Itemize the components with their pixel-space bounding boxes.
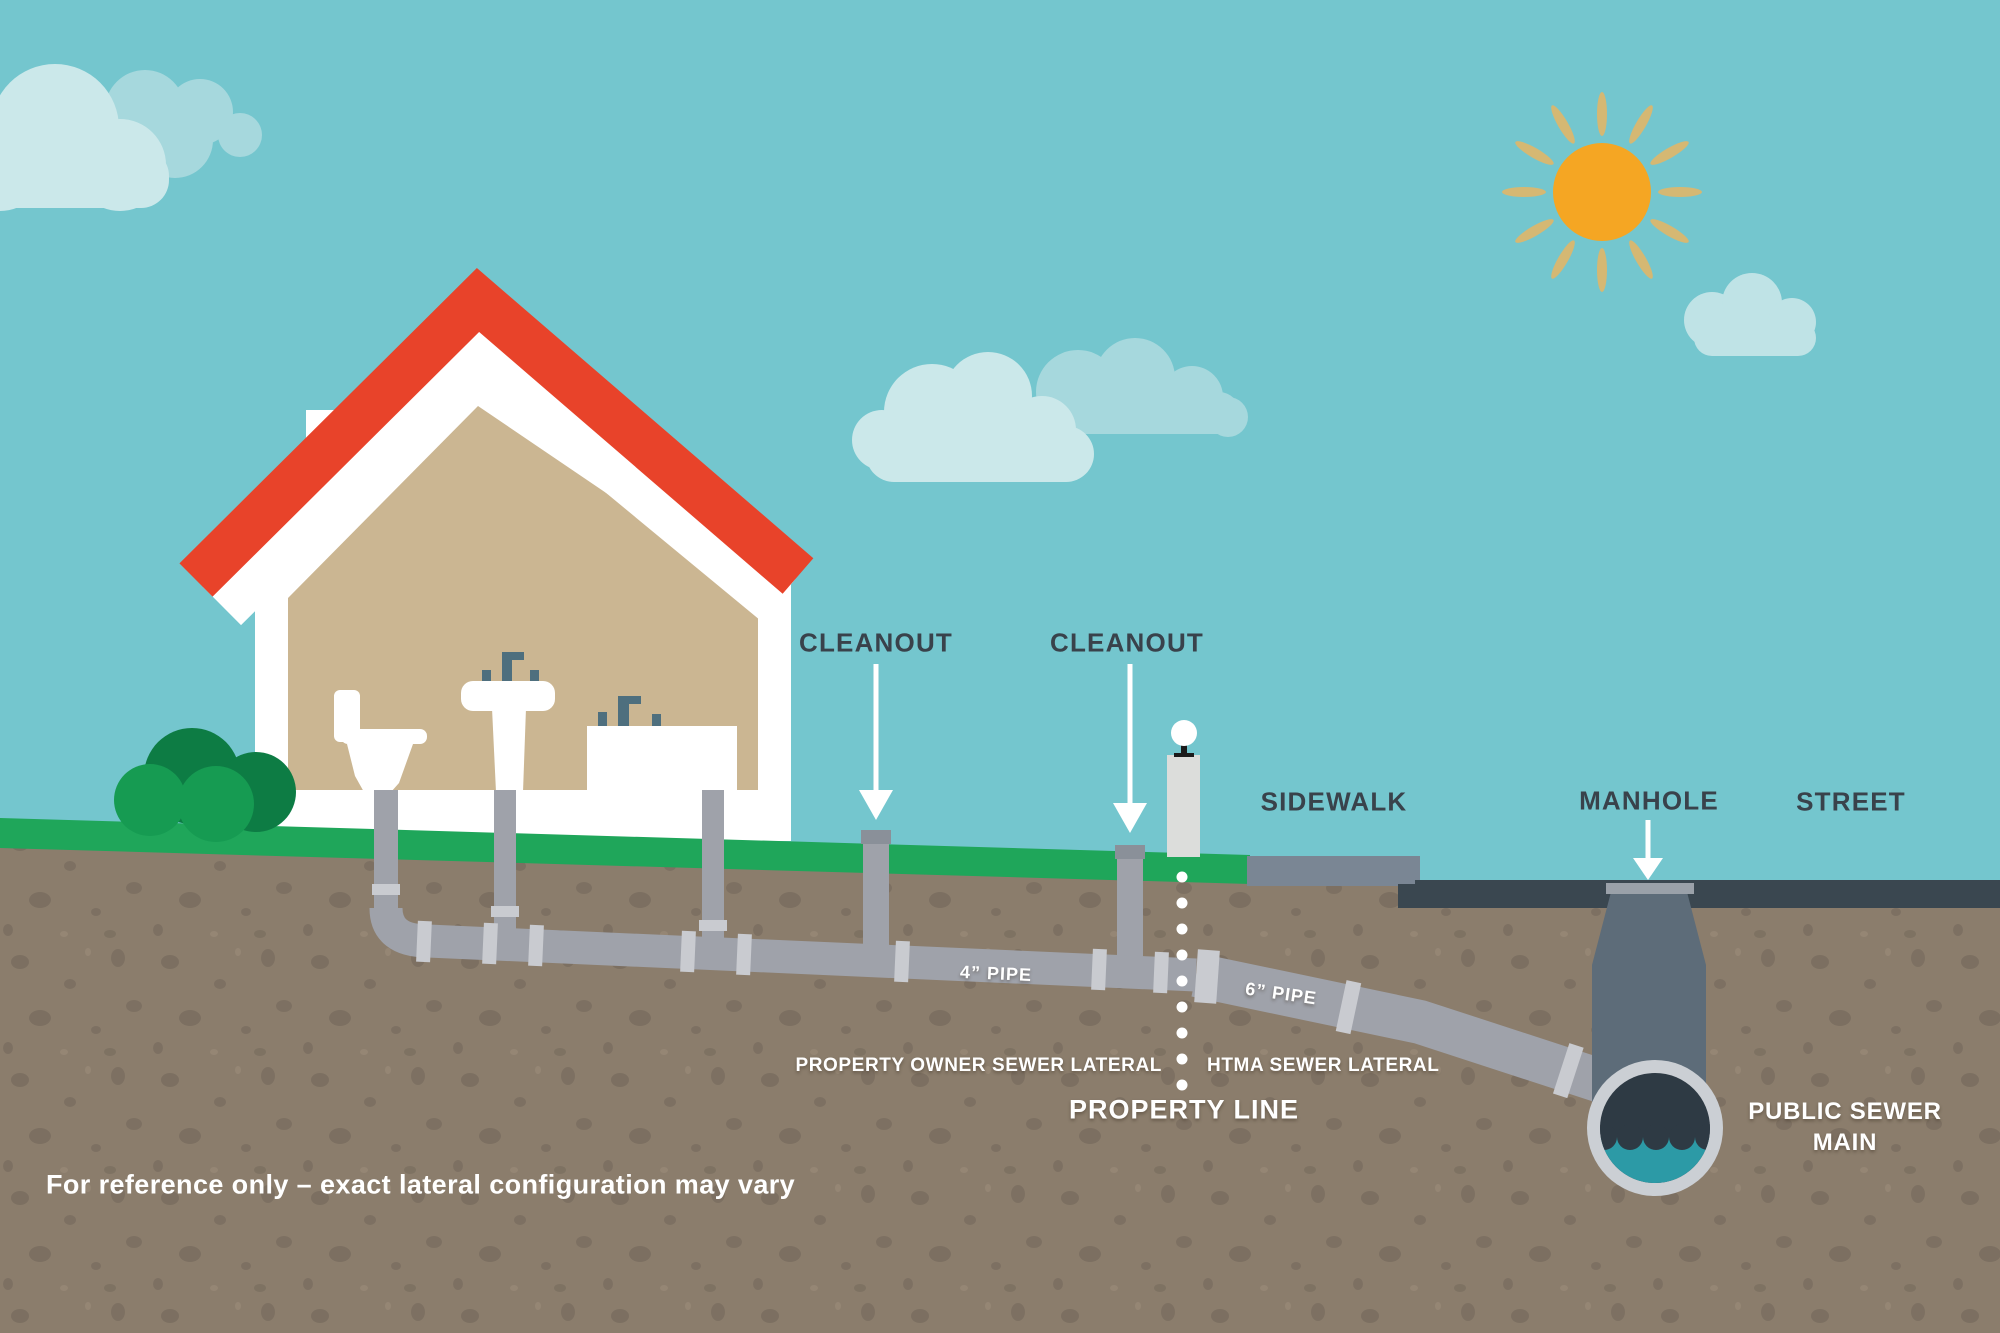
cleanout-right-cap: [1115, 845, 1145, 859]
cloud-top-left: [0, 64, 262, 211]
label-manhole: MANHOLE: [1579, 785, 1719, 816]
curb-step: [1398, 884, 1420, 908]
cleanout-right-arrow: [1113, 664, 1147, 833]
dirt-speckles: [0, 846, 2000, 1333]
label-cleanout-right: CLEANOUT: [1049, 627, 1205, 658]
label-cleanout-left: CLEANOUT: [798, 627, 954, 658]
label-public-sewer-main: PUBLIC SEWER MAIN: [1748, 1096, 1942, 1158]
cloud-middle: [852, 338, 1248, 482]
roof: [179, 267, 814, 597]
label-4in-pipe: 4” PIPE: [959, 961, 1033, 986]
manhole-arrow: [1633, 820, 1663, 880]
manhole-cover: [1606, 883, 1694, 894]
lamp-post-icon: [1167, 720, 1200, 857]
label-htma-lateral: HTMA SEWER LATERAL: [1207, 1055, 1440, 1076]
label-public-sewer-line1: PUBLIC SEWER: [1748, 1098, 1942, 1125]
bush-icon: [114, 728, 296, 842]
property-line-dots: [1176, 871, 1188, 1091]
annotation-arrows: [859, 664, 1663, 880]
label-owner-lateral: PROPERTY OWNER SEWER LATERAL: [795, 1055, 1162, 1076]
street-surface: [1415, 880, 2000, 908]
label-street: STREET: [1796, 786, 1906, 817]
pedestal-sink: [461, 652, 555, 792]
roof-underlay: [202, 315, 796, 626]
public-sewer-main-pipe: [1587, 1060, 1723, 1196]
toilet: [334, 690, 427, 801]
cleanout-left-arrow: [859, 664, 893, 820]
sidewalk-slab: [1247, 856, 1420, 886]
lateral-6in-pipe: [1191, 953, 1611, 1103]
pipe-couplings: [372, 884, 1584, 1099]
house-interior-wall: [288, 406, 758, 790]
grass: [0, 818, 1250, 884]
bathtub: [587, 696, 737, 792]
sewer-pipes: [369, 790, 1611, 1103]
cloud-right: [1684, 273, 1816, 356]
label-public-sewer-line2: MAIN: [1812, 1129, 1878, 1156]
disclaimer-text: For reference only – exact lateral confi…: [46, 1169, 796, 1200]
house: [179, 267, 814, 841]
label-sidewalk: SIDEWALK: [1260, 786, 1408, 817]
cleanout-left-cap: [861, 830, 891, 844]
sun-icon: [1502, 92, 1702, 292]
label-property-line: PROPERTY LINE: [1068, 1094, 1300, 1125]
